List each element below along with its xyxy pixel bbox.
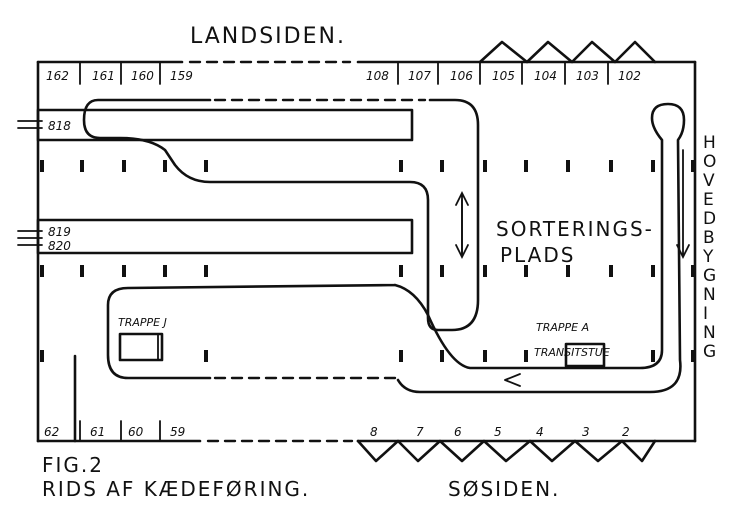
stair-a-box [564, 342, 606, 368]
column-row-3 [40, 350, 695, 362]
stair-j-box [118, 332, 164, 362]
bay-label: 161 [92, 69, 115, 83]
bay-label: 61 [90, 425, 105, 439]
bay-label: 160 [131, 69, 154, 83]
bottom-bay-dividers [79, 420, 161, 442]
bay-label: 7 [416, 425, 424, 439]
chain-path-lower [106, 102, 686, 394]
transit-room-label: TRANSITSTUE [534, 346, 610, 359]
chain-path-upper [82, 98, 480, 332]
bottom-bay-labels-right: 8 7 6 5 4 3 2 [370, 425, 630, 439]
landside-label: LANDSIDEN. [190, 24, 346, 49]
track-label-818: 818 [48, 119, 71, 133]
bay-label: 4 [536, 425, 544, 439]
bay-label: 102 [618, 69, 641, 83]
building-outline [36, 60, 697, 443]
bottom-bay-labels-left: 62 61 60 59 [44, 425, 185, 439]
bay-label: 60 [128, 425, 144, 439]
track-label-819: 819 [48, 225, 71, 239]
stair-a-label: TRAPPE A [536, 321, 589, 334]
top-bay-labels-left: 162 161 160 159 [46, 69, 193, 83]
bay-label: 62 [44, 425, 59, 439]
bay-label: 105 [492, 69, 515, 83]
bay-label: 2 [622, 425, 630, 439]
bay-label: 159 [170, 69, 193, 83]
bay-label: 103 [576, 69, 599, 83]
bay-label: 8 [370, 425, 378, 439]
column-row-2 [40, 265, 695, 277]
bay-label: 107 [408, 69, 431, 83]
direction-arrows [455, 149, 690, 387]
seaside-label: SØSIDEN. [448, 477, 560, 501]
bay-label: 106 [450, 69, 473, 83]
sorting-label-line1: SORTERINGS- [496, 217, 654, 241]
top-bay-labels-right: 108 107 106 105 104 103 102 [366, 69, 641, 83]
figure-number: FIG.2 [42, 453, 104, 477]
sawtooth-roof-bottom [356, 439, 657, 463]
track-labels: 818 819 820 [48, 119, 71, 253]
bay-label: 59 [170, 425, 185, 439]
bay-label: 5 [494, 425, 502, 439]
bay-label: 3 [582, 425, 590, 439]
track-label-820: 820 [48, 239, 71, 253]
sorting-label-line2: PLADS [500, 243, 575, 267]
bay-label: 162 [46, 69, 69, 83]
bay-label: 104 [534, 69, 557, 83]
bay-label: 6 [454, 425, 462, 439]
figure-caption: RIDS AF KÆDEFØRING. [42, 477, 310, 501]
sawtooth-roof-top [478, 40, 657, 64]
track-shelves [17, 108, 414, 255]
top-bay-dividers [79, 61, 609, 85]
bay-label: 108 [366, 69, 389, 83]
column-row-1 [40, 160, 695, 172]
stair-j-label: TRAPPE J [118, 316, 167, 329]
